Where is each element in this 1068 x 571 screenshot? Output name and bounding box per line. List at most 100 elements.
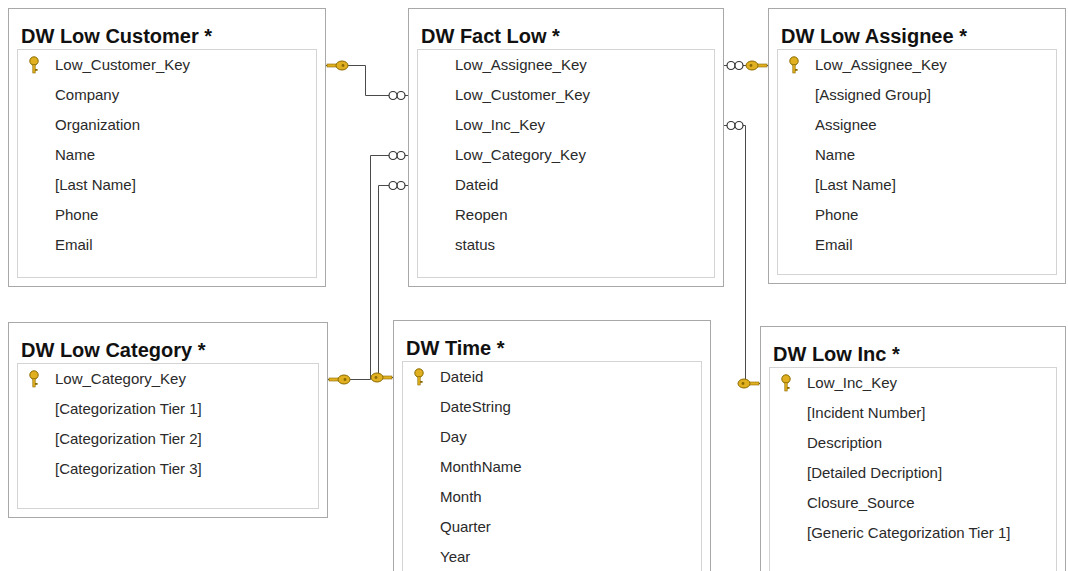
field-name: Low_Assignee_Key — [455, 56, 587, 73]
field-name: Low_Customer_Key — [55, 56, 190, 73]
many-symbol — [389, 182, 397, 190]
relationship-connector — [724, 122, 760, 389]
table-title: DW Low Assignee * — [769, 9, 1065, 49]
field-name: Company — [55, 86, 119, 103]
many-symbol — [735, 122, 743, 130]
field-row: Low_Category_Key — [418, 140, 714, 170]
key-shaft — [33, 379, 35, 388]
many-symbol — [389, 152, 397, 160]
field-panel: Low_Customer_KeyCompanyOrganizationName [… — [17, 49, 317, 278]
field-name: [Categorization Tier 2] — [55, 430, 202, 447]
field-name: Name — [55, 146, 95, 163]
field-row: [Assigned Group] — [778, 80, 1056, 110]
field-row: Name — [18, 140, 316, 170]
field-name: DateString — [440, 398, 511, 415]
table-title: DW Low Customer * — [9, 9, 325, 49]
field-row: [Generic Categorization Tier 1] — [770, 518, 1056, 548]
field-row: Low_Category_Key — [18, 364, 318, 394]
field-name: Reopen — [455, 206, 508, 223]
many-symbol — [389, 92, 397, 100]
key-icon — [413, 368, 425, 386]
key-icon — [28, 56, 40, 74]
field-row: Organization — [18, 110, 316, 140]
field-name: Email — [815, 236, 853, 253]
field-row: Company — [18, 80, 316, 110]
key-symbol — [375, 376, 378, 379]
table-box: DW Low Inc * Low_Inc_Key [Incident Number]… — [760, 326, 1066, 571]
field-name: [Incident Number] — [807, 404, 925, 421]
field-row: Phone — [778, 200, 1056, 230]
field-row: Year — [403, 542, 701, 571]
field-row: Low_Assignee_Key — [418, 50, 714, 80]
connector-line — [326, 66, 408, 96]
key-bow — [415, 369, 423, 377]
field-row: [Categorization Tier 3] — [18, 454, 318, 484]
key-symbol — [750, 64, 753, 67]
key-tooth — [420, 381, 423, 383]
field-name: Low_Category_Key — [55, 370, 186, 387]
field-row: MonthName — [403, 452, 701, 482]
field-name: Phone — [815, 206, 858, 223]
key-symbol — [371, 373, 383, 382]
table-title: DW Low Inc * — [761, 327, 1065, 367]
many-symbol — [735, 62, 743, 70]
field-name: Assignee — [815, 116, 877, 133]
field-name: Low_Inc_Key — [455, 116, 545, 133]
field-row: Reopen — [418, 200, 714, 230]
table-box: DW Low Category * Low_Category_Key [Catego… — [8, 322, 328, 518]
field-row: Day — [403, 422, 701, 452]
field-row: Low_Customer_Key — [418, 80, 714, 110]
field-name: [Last Name] — [815, 176, 896, 193]
field-name: [Generic Categorization Tier 1] — [807, 524, 1010, 541]
field-name: Low_Customer_Key — [455, 86, 590, 103]
field-row: Description — [770, 428, 1056, 458]
field-panel: Low_Category_Key [Categorization Tier 1] [… — [17, 363, 319, 509]
many-symbol — [727, 62, 735, 70]
many-symbol — [397, 152, 405, 160]
many-symbol — [397, 92, 405, 100]
field-row: Low_Inc_Key — [418, 110, 714, 140]
relationship-connector — [724, 61, 768, 70]
field-name: Day — [440, 428, 467, 445]
field-name: MonthName — [440, 458, 522, 475]
field-name: Closure_Source — [807, 494, 915, 511]
field-row: Quarter — [403, 512, 701, 542]
field-row: Phone — [18, 200, 316, 230]
many-symbol — [727, 122, 735, 130]
field-name: Dateid — [455, 176, 498, 193]
table-title: DW Low Category * — [9, 323, 327, 363]
field-name: Low_Assignee_Key — [815, 56, 947, 73]
field-name: Name — [815, 146, 855, 163]
table-box: DW Time *DateidDateStringDayMonthNameMon… — [393, 320, 711, 571]
key-symbol — [342, 64, 345, 67]
key-icon — [28, 370, 40, 388]
field-name: Low_Inc_Key — [807, 374, 897, 391]
key-bow — [30, 371, 38, 379]
key-icon — [780, 374, 792, 392]
field-row: status — [418, 230, 714, 260]
field-name: [Last Name] — [55, 176, 136, 193]
key-bow — [782, 375, 790, 383]
table-title: DW Fact Low * — [409, 9, 723, 49]
field-name: [Assigned Group] — [815, 86, 931, 103]
field-panel: Low_Assignee_Key [Assigned Group] Assignee… — [777, 49, 1057, 275]
table-title: DW Time * — [394, 321, 710, 361]
field-row: Email — [778, 230, 1056, 260]
key-symbol — [746, 61, 758, 70]
table-box: DW Fact Low * Low_Assignee_KeyLow_Custome… — [408, 8, 724, 287]
table-box: DW Low Assignee * Low_Assignee_Key [Assign… — [768, 8, 1066, 284]
relationship-connector — [326, 61, 408, 100]
key-shaft — [785, 383, 787, 392]
field-name: Low_Category_Key — [455, 146, 586, 163]
field-name: Year — [440, 548, 470, 565]
table-box: DW Low Customer *Low_Customer_KeyCompany… — [8, 8, 326, 287]
field-row: Name — [778, 140, 1056, 170]
field-row: [Last Name] — [18, 170, 316, 200]
field-row: Low_Customer_Key — [18, 50, 316, 80]
key-tooth — [35, 69, 38, 71]
key-shaft — [33, 65, 35, 74]
field-row: Email — [18, 230, 316, 260]
field-row: Closure_Source — [770, 488, 1056, 518]
field-name: [Categorization Tier 1] — [55, 400, 202, 417]
field-row: [Last Name] — [778, 170, 1056, 200]
